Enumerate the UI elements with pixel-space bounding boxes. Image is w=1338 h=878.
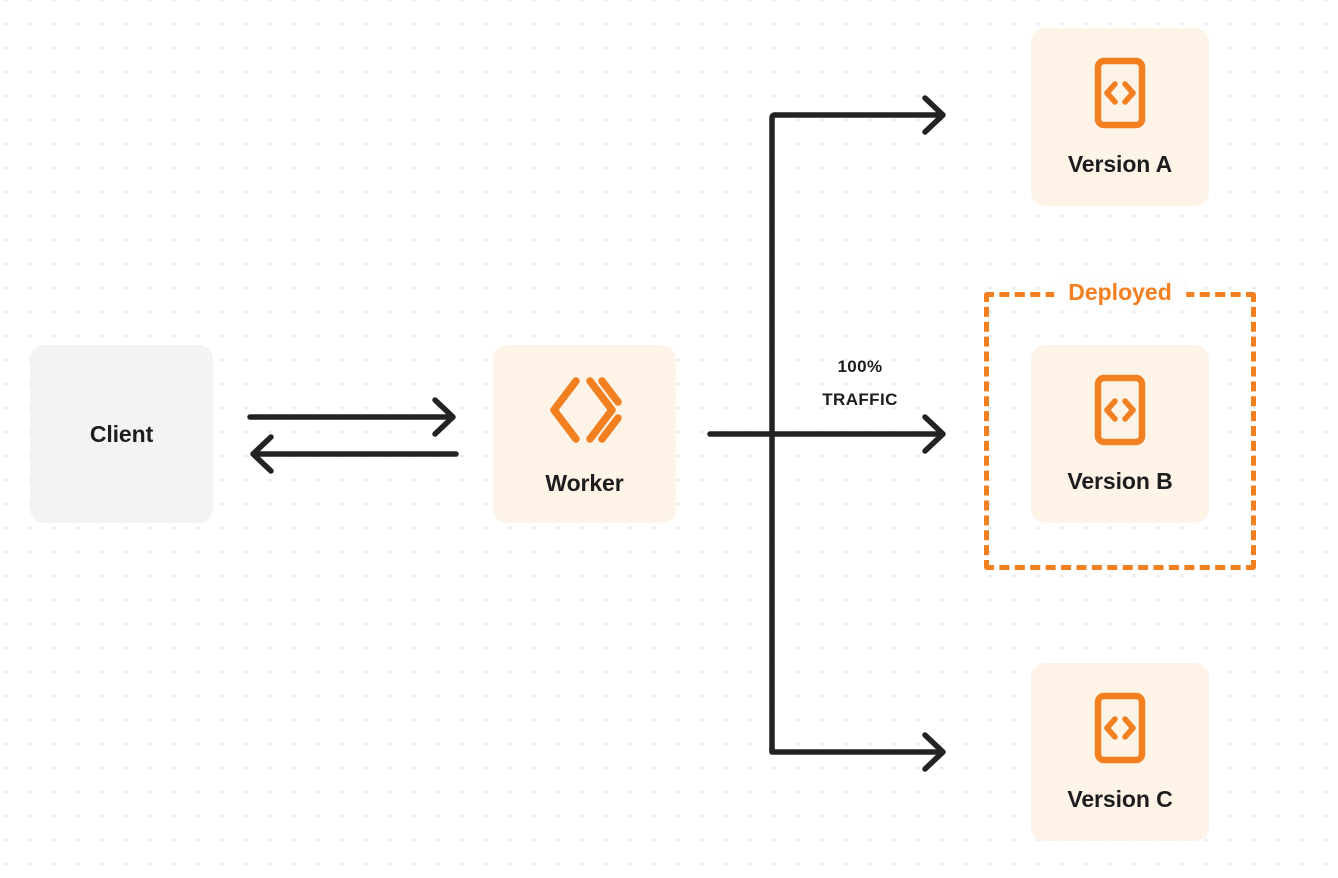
node-version-a-label: Version A — [1067, 151, 1173, 177]
node-version-b-label: Version B — [1067, 468, 1173, 494]
code-file-icon — [1090, 691, 1150, 772]
node-version-c-label: Version C — [1067, 786, 1173, 812]
traffic-label: 100% TRAFFIC — [770, 350, 950, 416]
traffic-word: TRAFFIC — [822, 390, 898, 410]
edge-worker-to-version-c — [769, 732, 946, 772]
workers-logo-icon — [546, 371, 624, 454]
code-file-icon — [1090, 56, 1150, 137]
traffic-percent: 100% — [837, 357, 883, 376]
edge-worker-to-version-b — [707, 414, 946, 454]
node-version-a[interactable]: Version A — [1031, 28, 1209, 206]
node-version-b[interactable]: Version B — [1031, 345, 1209, 523]
deployed-group: Deployed — [984, 279, 1256, 570]
node-version-c[interactable]: Version C — [1031, 663, 1209, 841]
edge-worker-to-version-a — [772, 95, 946, 135]
edge-worker-to-client — [250, 434, 459, 474]
deployed-group-label: Deployed — [1054, 279, 1186, 306]
node-worker-label: Worker — [545, 470, 624, 496]
code-file-icon — [1090, 373, 1150, 454]
node-worker[interactable]: Worker — [493, 345, 676, 523]
node-client-label: Client — [89, 420, 154, 447]
edge-client-to-worker — [247, 397, 456, 437]
edge-trunk-vertical — [769, 112, 778, 755]
node-client[interactable]: Client — [30, 345, 213, 523]
